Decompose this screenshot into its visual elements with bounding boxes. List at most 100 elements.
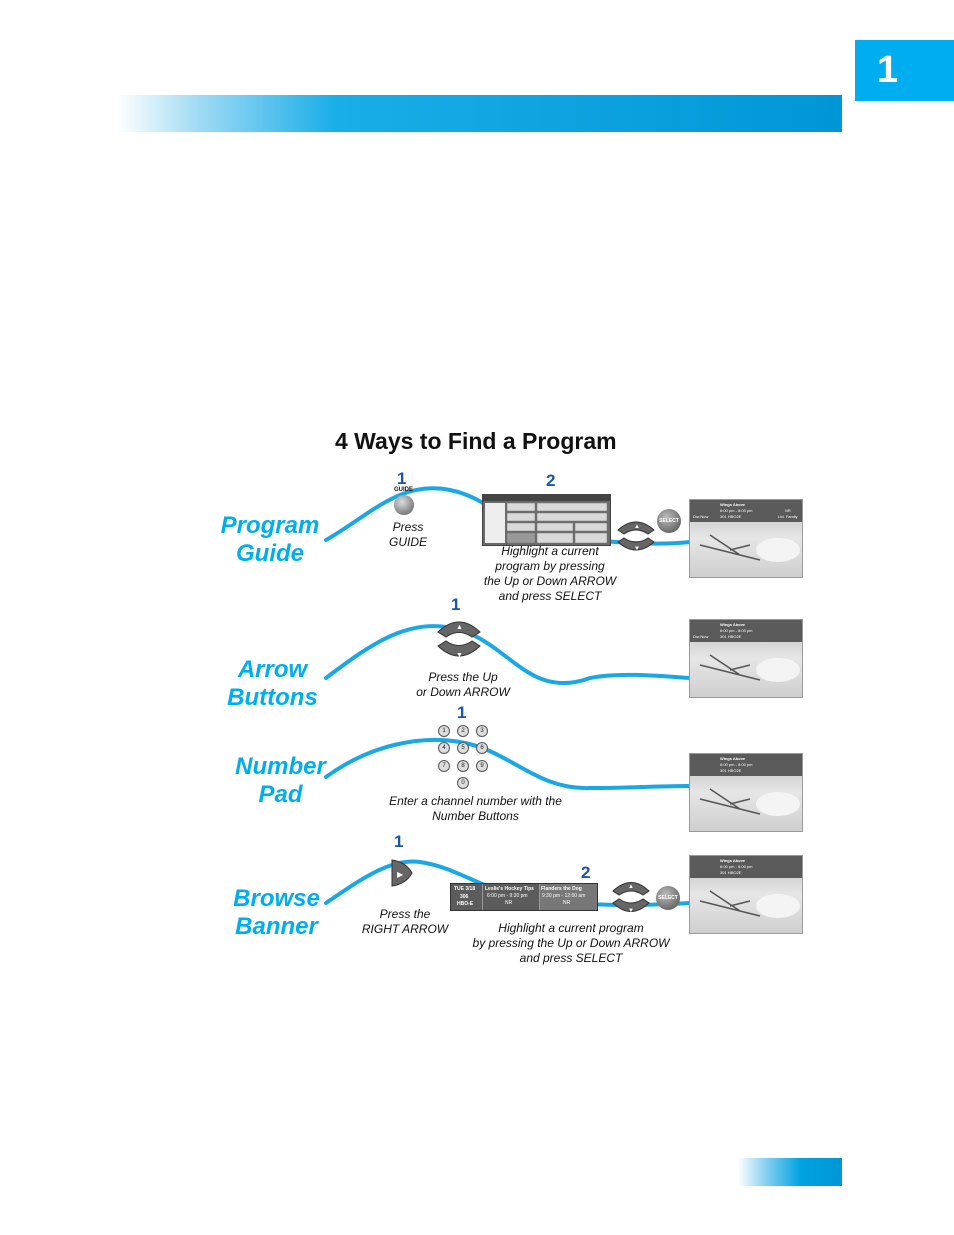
guide-grid-cells (483, 495, 610, 544)
number-key-3[interactable]: 3 (476, 725, 488, 737)
tv-program-time: 6:00 pm - 8:00 pm (720, 762, 753, 767)
tv-channel: 301 HBO2E (720, 514, 742, 519)
program-guide-grid (482, 494, 611, 546)
tv-program-time: 6:00 pm - 8:00 pm (720, 628, 753, 633)
step-number: 2 (581, 863, 591, 882)
number-key-8[interactable]: 8 (457, 760, 469, 772)
right-arrow-button[interactable]: ▶ (388, 852, 418, 894)
caption-line: RIGHT ARROW (361, 922, 449, 936)
tv-screen-thumbnail: Wings Above 6:00 pm - 8:00 pm 301 HBO2E (689, 753, 803, 832)
tv-program-title: Wings Above (720, 502, 746, 507)
banner-program-1-time: 6:00 pm - 9:30 pm (487, 893, 528, 899)
number-key-1[interactable]: 1 (438, 725, 450, 737)
step-number: 1 (394, 832, 404, 851)
tv-program-title: Wings Above (720, 622, 746, 627)
svg-text:▼: ▼ (634, 546, 640, 552)
tv-program-title: Wings Above (720, 756, 746, 761)
up-down-arrow-buttons[interactable]: ▲ ▼ (434, 612, 484, 666)
banner-program-2-title: Flanders the Dog (541, 886, 582, 892)
airplane-image (699, 534, 800, 562)
banner-callsign: HBO-E (457, 901, 474, 907)
svg-text:▼: ▼ (456, 652, 463, 659)
banner-program-1-rating: NR (505, 900, 513, 906)
number-key-0[interactable]: 0 (457, 777, 469, 789)
curve-arrow-buttons (324, 624, 692, 686)
caption-line: by pressing the Up or Down ARROW (472, 936, 670, 950)
svg-text:▼: ▼ (628, 908, 634, 914)
step1-caption: Press the RIGHT ARROW (355, 907, 455, 937)
guide-button[interactable] (394, 495, 414, 515)
svg-text:▲: ▲ (634, 524, 640, 530)
method-label-line2: Guide (235, 540, 304, 567)
method-label-arrow-buttons: Arrow Buttons (220, 656, 325, 712)
method-label-line1: Program (220, 512, 320, 539)
number-key-2[interactable]: 2 (457, 725, 469, 737)
caption-line: the Up or Down ARROW (483, 574, 617, 588)
curve-number-pad (324, 737, 692, 791)
tv-info-banner: Wings Above 6:00 pm - 8:00 pm 301 HBO2E (690, 754, 802, 776)
method-label-line2: Banner (235, 913, 318, 940)
banner-date: TUE 3/18 (454, 886, 476, 892)
number-key-9[interactable]: 9 (476, 760, 488, 772)
caption-line: Number Buttons (432, 809, 519, 823)
tv-screen-thumbnail: Wings Above 6:00 pm - 8:00 pm 301 HBO2E … (689, 499, 803, 578)
step-number: 2 (546, 471, 556, 490)
step2-caption: Highlight a current program by pressing … (470, 544, 630, 604)
tv-category: Dur.Now (693, 514, 709, 519)
step-number: 1 (457, 703, 467, 722)
tv-screen-thumbnail: Wings Above 6:00 pm - 8:00 pm 301 HBO2E (689, 855, 803, 934)
caption-line: program by pressing (495, 559, 605, 573)
header-bar (117, 95, 842, 132)
select-button[interactable]: SELECT (657, 509, 681, 533)
caption-line: and press SELECT (519, 951, 623, 965)
banner-channel: 306 (460, 894, 469, 900)
method-label-line1: Browse (233, 885, 320, 912)
tv-genre: Ltd. Family (778, 514, 798, 519)
tv-info-banner: Wings Above 6:00 pm - 8:00 pm 301 HBO2E (690, 856, 802, 878)
tv-screen-thumbnail: Wings Above 6:00 pm - 8:00 pm 301 HBO2E … (689, 619, 803, 698)
tv-channel: 301 HBO2E (720, 768, 742, 773)
step1-caption: Enter a channel number with the Number B… (378, 794, 573, 824)
chapter-number-tab: 1 (855, 40, 954, 101)
footer-bar (738, 1158, 842, 1186)
method-label-program-guide: Program Guide (215, 512, 325, 568)
step2-caption: Highlight a current program by pressing … (460, 921, 682, 966)
caption-line: Press the Up (428, 670, 498, 684)
tv-info-banner: Wings Above 6:00 pm - 8:00 pm 301 HBO2E … (690, 500, 802, 522)
banner-program-2-highlight[interactable] (539, 884, 597, 910)
guide-button-label: GUIDE (394, 487, 414, 493)
tv-channel: 301 HBO2E (720, 634, 742, 639)
page-title: 4 Ways to Find a Program (335, 428, 617, 454)
banner-program-2-rating: NR (563, 900, 571, 906)
up-down-arrow-buttons[interactable]: ▲ ▼ (609, 874, 653, 920)
up-down-arrow-buttons[interactable]: ▲ ▼ (614, 514, 658, 558)
browse-banner-strip: TUE 3/18 306 HBO-E Leslie's Hockey Tips … (450, 883, 598, 911)
caption-line: and press SELECT (498, 589, 602, 603)
step-number: 1 (451, 595, 461, 614)
tv-rating: NR (785, 508, 791, 513)
method-label-browse-banner: Browse Banner (224, 885, 329, 941)
number-key-4[interactable]: 4 (438, 742, 450, 754)
caption-line: or Down ARROW (416, 685, 510, 699)
number-key-5[interactable]: 5 (457, 742, 469, 754)
caption-line: Press (392, 520, 424, 534)
method-label-line2: Pad (258, 781, 303, 808)
tv-program-time: 6:00 pm - 8:00 pm (720, 508, 753, 513)
caption-line: Highlight a current (501, 544, 599, 558)
number-key-7[interactable]: 7 (438, 760, 450, 772)
method-label-number-pad: Number Pad (228, 753, 333, 809)
number-key-6[interactable]: 6 (476, 742, 488, 754)
caption-line: Enter a channel number with the (389, 794, 562, 808)
tv-category: Dur.Now (693, 634, 709, 639)
svg-text:▶: ▶ (397, 870, 404, 879)
svg-text:▲: ▲ (456, 624, 463, 631)
caption-line: GUIDE (388, 535, 427, 549)
select-button[interactable]: SELECT (656, 886, 680, 910)
method-label-line1: Number (235, 753, 326, 780)
method-label-line1: Arrow (237, 656, 308, 683)
method-label-line2: Buttons (227, 684, 318, 711)
tv-program-time: 6:00 pm - 8:00 pm (720, 864, 753, 869)
step1-caption: Press the Up or Down ARROW (393, 670, 533, 700)
airplane-image (699, 654, 800, 682)
tv-channel: 301 HBO2E (720, 870, 742, 875)
